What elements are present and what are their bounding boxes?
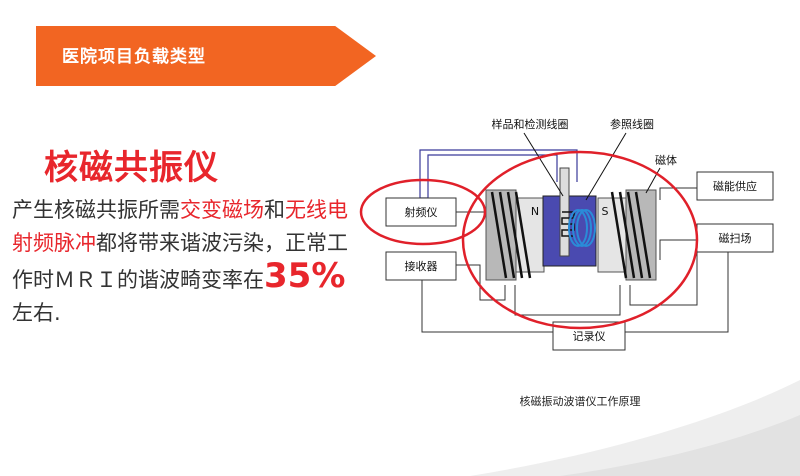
text-part: 左右. xyxy=(12,301,61,325)
page-title: 核磁共振仪 xyxy=(44,148,219,188)
sweep-box: 磁扫场 xyxy=(696,223,774,253)
text-mri: ＭＲＩ xyxy=(54,268,117,292)
rf-box: 射频仪 xyxy=(385,197,457,227)
receiver-box-label: 接收器 xyxy=(405,259,438,273)
magnet-highlight-ellipse xyxy=(461,150,699,330)
pole-n: N xyxy=(531,205,539,218)
section-banner xyxy=(36,26,376,86)
rf-highlight-ellipse xyxy=(359,178,487,246)
signal-wires xyxy=(421,187,729,333)
highlight-rf-pulse: 无线电射频脉冲 xyxy=(12,198,348,255)
left-magnet xyxy=(485,189,545,281)
text-part: 都将带来谐波污染，正常工作时 xyxy=(12,231,348,292)
text-part: 和 xyxy=(264,198,285,222)
sweep-box-label: 磁扫场 xyxy=(719,231,752,245)
diagram-caption: 核磁振动波谱仪工作原理 xyxy=(520,394,641,408)
receiver-box: 接收器 xyxy=(385,251,457,281)
label-ref-coil: 参照线圈 xyxy=(610,117,654,131)
label-magnet: 磁体 xyxy=(655,153,677,167)
sample-chamber xyxy=(542,167,597,267)
rf-box-label: 射频仪 xyxy=(405,205,438,219)
recorder-box-label: 记录仪 xyxy=(573,330,606,343)
distortion-rate: 35% xyxy=(264,256,346,296)
highlight-alternating-field: 交变磁场 xyxy=(180,198,264,222)
text-part: 产生核磁共振所需 xyxy=(12,198,180,222)
label-pointers xyxy=(523,132,661,201)
power-box: 磁能供应 xyxy=(696,171,774,201)
banner-title: 医院项目负载类型 xyxy=(62,47,206,67)
label-sample-coil: 样品和检测线圈 xyxy=(492,117,569,131)
text-part: 的谐波畸变率在 xyxy=(117,268,264,292)
power-box-label: 磁能供应 xyxy=(713,179,757,193)
right-magnet xyxy=(597,189,657,281)
pole-s: S xyxy=(602,205,609,218)
description-paragraph: 产生核磁共振所需交变磁场和无线电射频脉冲都将带来谐波污染，正常工作时ＭＲＩ的谐波… xyxy=(12,194,362,330)
